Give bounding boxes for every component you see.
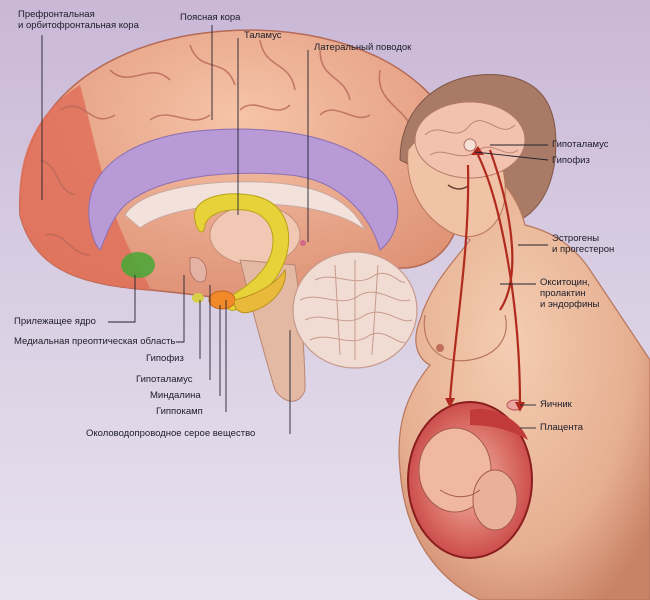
label-placenta: Плацента	[540, 422, 584, 433]
hormone-pathways	[448, 149, 522, 406]
label-prefrontal-line1: Префронтальная	[18, 9, 95, 20]
label-thalamus: Таламус	[244, 30, 282, 41]
label-hypothalamus-body: Гипоталамус	[552, 139, 609, 150]
nucleus-accumbens	[121, 252, 155, 278]
label-oxytocin-line1: Окситоцин,	[540, 277, 590, 288]
cerebellum	[292, 251, 418, 369]
label-cingulate: Поясная кора	[180, 12, 241, 23]
label-amygdala: Миндалина	[150, 390, 201, 401]
label-oxytocin-line2: пролактин	[540, 288, 586, 299]
pituitary-brain	[192, 293, 204, 303]
amygdala	[208, 290, 236, 310]
label-hypothalamus-brain: Гипоталамус	[136, 374, 193, 385]
label-habenula: Латеральный поводок	[314, 42, 412, 53]
prefrontal-cortex	[19, 85, 151, 290]
brain-sagittal	[19, 29, 464, 402]
label-hippocampus: Гиппокамп	[156, 406, 203, 417]
label-estrogens-line2: и прогестерон	[552, 244, 615, 255]
label-estrogens-line1: Эстрогены	[552, 233, 600, 244]
lateral-habenula	[300, 240, 306, 246]
label-oxytocin: Окситоцин, пролактин и эндорфины	[540, 277, 599, 310]
hippocampus-tail	[233, 268, 286, 314]
label-pag: Околоводопроводное серое вещество	[86, 428, 256, 439]
woman-breast	[423, 314, 507, 362]
label-nucleus-accumbens: Прилежащее ядро	[14, 316, 96, 327]
leader-lines	[41, 25, 549, 434]
pregnant-woman	[398, 73, 650, 600]
hypothalamus-brain	[189, 256, 207, 283]
cingulate-cortex	[88, 128, 399, 251]
label-pituitary-brain: Гипофиз	[146, 353, 184, 364]
label-mpoa: Медиальная преоптическая область	[14, 336, 176, 347]
label-prefrontal-line2: и орбитофронтальная кора	[18, 20, 139, 31]
woman-brain	[414, 101, 526, 179]
fetus	[418, 427, 518, 531]
placenta	[470, 408, 528, 440]
label-estrogens: Эстрогены и прогестерон	[552, 233, 614, 255]
label-oxytocin-line3: и эндорфины	[540, 299, 600, 310]
label-pituitary-body: Гипофиз	[552, 155, 590, 166]
label-ovary: Яичник	[540, 399, 572, 410]
label-prefrontal: Префронтальная и орбитофронтальная кора	[18, 9, 139, 31]
